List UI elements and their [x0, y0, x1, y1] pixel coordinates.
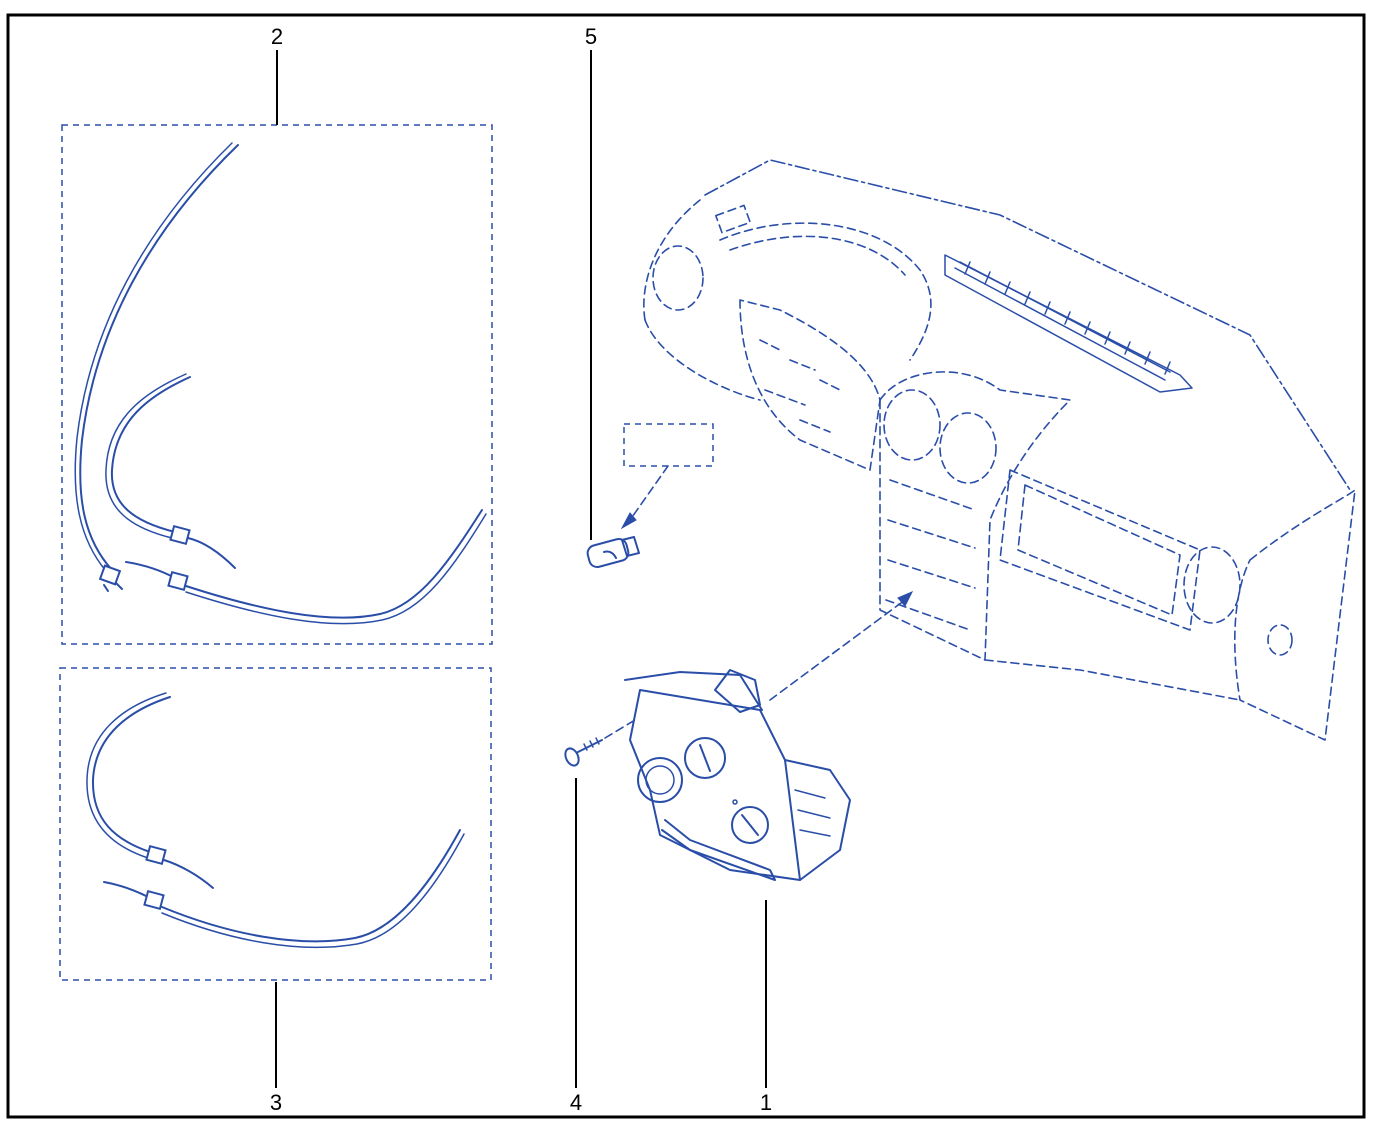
part-1-marker-dots [732, 799, 738, 805]
part-4-screw-pointer [604, 719, 636, 739]
dash-center-console [879, 371, 1071, 661]
part-1-left-dial [637, 757, 683, 803]
dash-right-end [1234, 489, 1356, 741]
part-2-mid-cable-inner [105, 373, 187, 539]
dash-left-vent [652, 245, 704, 311]
part-3-lower-cable-run-inner [161, 833, 465, 949]
part-1-control-panel[interactable] [624, 669, 851, 881]
part-1-panel-face [629, 689, 801, 881]
part-1-bottom-dial [731, 806, 769, 844]
part-3-cable-set[interactable] [59, 667, 492, 981]
part-3-connector-a [145, 844, 167, 866]
dash-cluster-frame [739, 299, 881, 471]
callout-5-label: 5 [585, 24, 597, 49]
part-1-bottom-tray [661, 819, 776, 881]
part-1-left-dial-inner [645, 765, 675, 795]
part-2-mid-cable-tail [187, 537, 236, 569]
part-3-upper-cable [91, 696, 171, 853]
part-2-connector-a [98, 564, 122, 586]
part-5-bulb-body [586, 537, 630, 569]
part-1-side-gears [794, 789, 831, 837]
part-2-long-cable [79, 144, 239, 571]
dash-top-outline [704, 159, 1351, 491]
dash-glovebox [999, 469, 1201, 631]
dash-right-end-knob [1267, 624, 1293, 656]
part-3-lower-cable-run [161, 829, 461, 943]
dash-console-slots [885, 479, 976, 631]
dash-top-outline-2 [643, 199, 701, 321]
part-2-long-cable-inner [74, 142, 233, 572]
part-2-connector-a-tip [103, 582, 123, 592]
diagram-frame [6, 13, 1366, 1119]
part-2-group-box [61, 124, 493, 645]
dash-binnacle-inner [729, 235, 906, 276]
part-3-lower-cable-lead [103, 881, 151, 899]
part-3-group-box [59, 667, 492, 981]
dash-right-vent [1183, 546, 1241, 624]
dash-mount-arrowhead [897, 591, 914, 607]
callout-2-label: 2 [271, 24, 283, 49]
dash-top-vent-slats [954, 261, 1171, 381]
part-5-bulb-base [603, 536, 640, 559]
part-5-pointer-arrow [629, 465, 669, 521]
part-2-bottom-cable [125, 561, 176, 579]
part-1-panel-top-housing [714, 669, 761, 713]
dash-glovebox-inner [1017, 484, 1181, 616]
part-3-connector-b [143, 889, 165, 911]
dash-left-edge [644, 319, 761, 401]
part-1-center-dial [684, 737, 726, 779]
callout-4-label: 4 [570, 1090, 582, 1115]
dash-center-vent-left [883, 389, 941, 461]
dash-center-vent-right [939, 412, 997, 484]
part-2-bottom-cable-run-inner [185, 513, 487, 625]
part-4-screw-head [564, 747, 580, 767]
part-3-upper-cable-inner [86, 692, 167, 859]
part-5-arrowhead [620, 512, 637, 530]
dash-mount-pointer [769, 599, 906, 701]
part-1-side-mechanism [784, 759, 851, 881]
part-2-connector-b [169, 524, 191, 546]
dash-cluster-details [759, 339, 841, 433]
part-1-panel-top [624, 671, 763, 711]
part-2-mid-cable [110, 376, 191, 533]
dash-bottom-edge [984, 659, 1241, 701]
callout-3-label: 3 [270, 1090, 282, 1115]
part-3-upper-cable-tail [163, 859, 214, 889]
part-5-location-box [623, 423, 714, 467]
dash-binnacle [719, 222, 932, 361]
dashboard-assembly [643, 159, 1356, 741]
callout-1-label: 1 [760, 1090, 772, 1115]
dash-left-clip [715, 204, 751, 234]
part-4-screw-thread [583, 737, 600, 751]
part-2-bottom-cable-run [185, 509, 483, 619]
part-1-center-dial-pointer [699, 744, 711, 772]
part-1-bottom-dial-pointer [741, 814, 759, 836]
part-2-cable-set[interactable] [61, 124, 493, 645]
part-5-bulb[interactable] [586, 423, 714, 569]
dash-top-vent [944, 254, 1193, 393]
part-4-screw[interactable] [563, 719, 636, 768]
part-2-connector-c [167, 570, 189, 592]
